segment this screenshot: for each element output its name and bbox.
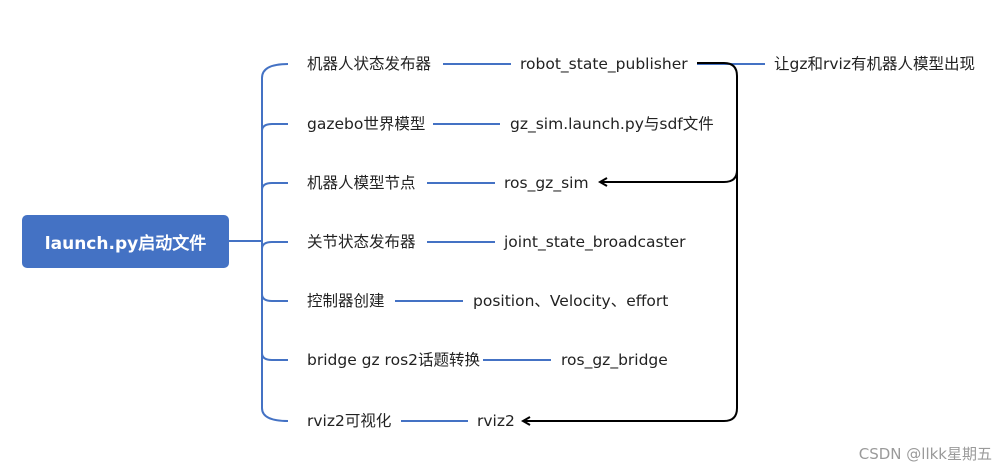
value-node: ros_gz_bridge bbox=[561, 351, 668, 369]
value-node: gz_sim.launch.py与sdf文件 bbox=[510, 115, 714, 133]
branch-stub bbox=[261, 352, 288, 361]
branch-stub bbox=[261, 123, 288, 132]
root-label: launch.py启动文件 bbox=[44, 234, 207, 254]
branch-label: 机器人模型节点 bbox=[307, 174, 416, 192]
value-node: position、Velocity、effort bbox=[473, 292, 669, 310]
branch-label: gazebo世界模型 bbox=[307, 115, 426, 133]
note-label: 让gz和rviz有机器人模型出现 bbox=[774, 55, 975, 73]
bracket-spine bbox=[261, 63, 289, 422]
root-node: launch.py启动文件 bbox=[22, 215, 229, 268]
value-node: ros_gz_sim bbox=[504, 174, 589, 192]
branch-label: rviz2可视化 bbox=[307, 412, 392, 430]
value-node: joint_state_broadcaster bbox=[504, 233, 686, 251]
branch-stubs bbox=[261, 123, 288, 361]
branch-stub bbox=[261, 293, 288, 302]
branch-stub bbox=[261, 241, 288, 250]
arrow-to-rviz2 bbox=[523, 170, 738, 421]
branch-label: 机器人状态发布器 bbox=[307, 55, 432, 73]
value-connectors bbox=[395, 63, 551, 422]
branch-label: 关节状态发布器 bbox=[307, 233, 416, 251]
branch-label: bridge gz ros2话题转换 bbox=[307, 351, 481, 369]
watermark: CSDN @llkk星期五 bbox=[858, 445, 992, 463]
arrow-to-ros-gz-sim bbox=[600, 62, 738, 182]
value-node: rviz2 bbox=[477, 412, 515, 430]
branch-label: 控制器创建 bbox=[307, 292, 385, 310]
value-node: robot_state_publisher bbox=[520, 55, 688, 73]
branch-stub bbox=[261, 182, 288, 191]
